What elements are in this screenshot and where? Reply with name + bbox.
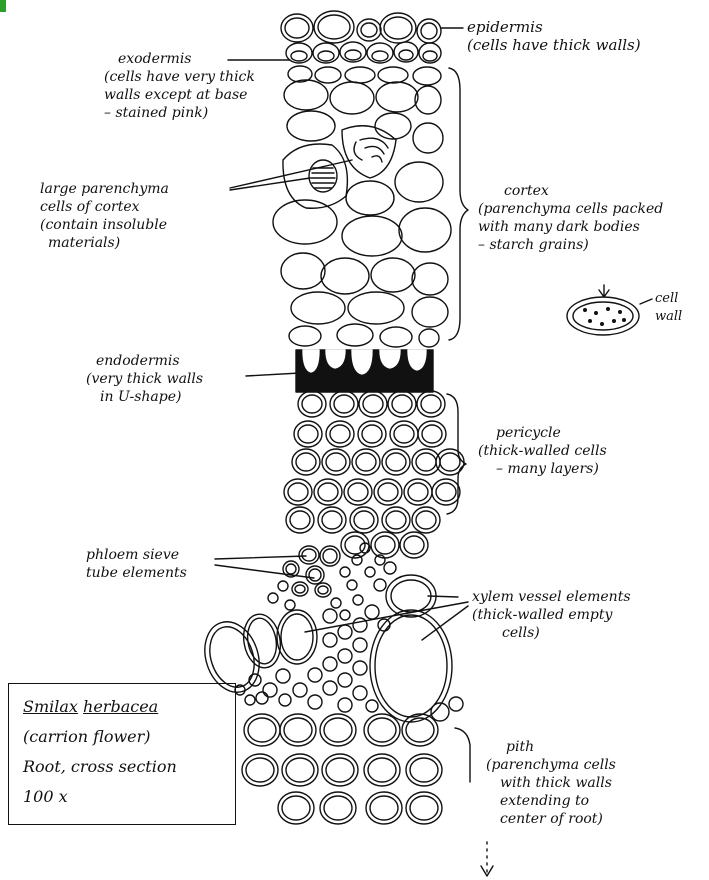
- cell-wall-outline: [242, 754, 278, 786]
- cell-wall-outline: [320, 792, 356, 824]
- exodermis-cells: [286, 42, 441, 63]
- cell-wall-outline: [322, 754, 358, 786]
- cell-wall-outline: [326, 758, 354, 782]
- caption-magnification: 100 x: [23, 782, 221, 812]
- cortex-cells: [273, 66, 451, 347]
- cell-wall-outline: [370, 796, 398, 820]
- label-cell-wall: cell wall: [655, 290, 682, 326]
- cell-wall-outline: [354, 511, 374, 529]
- cell-wall-outline: [362, 425, 382, 443]
- cell-wall-outline: [416, 511, 436, 529]
- pith-cells: [242, 714, 442, 824]
- cell-wall-outline: [324, 718, 352, 742]
- cell-wall-outline: [280, 714, 316, 746]
- cell-wall-outline: [326, 453, 346, 471]
- caption-common-name: (carrion flower): [23, 722, 221, 752]
- cell-wall-outline: [298, 425, 318, 443]
- cell-wall-outline: [318, 483, 338, 501]
- cell-wall-outline: [392, 395, 412, 413]
- cell-wall-outline: [286, 758, 314, 782]
- cell-wall-outline: [334, 395, 354, 413]
- label-endodermis: endodermis (very thick walls in U-shape): [86, 352, 203, 406]
- cell-wall-outline: [288, 483, 308, 501]
- cell-wall-outline: [282, 754, 318, 786]
- caption-description: Root, cross section: [23, 752, 221, 782]
- cell-wall-outline: [282, 796, 310, 820]
- cell-wall-outline: [244, 714, 280, 746]
- cell-wall-outline: [290, 511, 310, 529]
- starch-cell-inset: [567, 297, 652, 335]
- cell-wall-outline: [296, 453, 316, 471]
- cell-wall-outline: [436, 483, 456, 501]
- cell-wall-outline: [378, 483, 398, 501]
- label-phloem: phloem sieve tube elements: [86, 546, 187, 582]
- cell-wall-outline: [416, 453, 436, 471]
- cell-wall-outline: [368, 758, 396, 782]
- cell-wall-outline: [394, 425, 414, 443]
- cell-wall-outline: [364, 754, 400, 786]
- cell-wall-outline: [246, 758, 274, 782]
- cell-wall-outline: [410, 758, 438, 782]
- cell-wall-outline: [402, 714, 438, 746]
- endodermis-cells: [296, 350, 433, 392]
- cell-wall-outline: [386, 511, 406, 529]
- cell-wall-outline: [278, 792, 314, 824]
- epidermis-cells: [281, 11, 441, 43]
- phloem-cells: [268, 543, 385, 620]
- cell-wall-outline: [421, 395, 441, 413]
- cell-wall-outline: [406, 754, 442, 786]
- cell-wall-outline: [410, 796, 438, 820]
- cell-wall-outline: [406, 718, 434, 742]
- cell-wall-outline: [324, 796, 352, 820]
- cell-wall-outline: [406, 792, 442, 824]
- label-pericycle: pericycle (thick-walled cells – many lay…: [478, 424, 607, 478]
- cell-wall-outline: [348, 483, 368, 501]
- label-cortex: cortex (parenchyma cells packed with man…: [478, 182, 663, 254]
- caption-box: Smilax herbacea (carrion flower) Root, c…: [8, 683, 236, 825]
- caption-species: Smilax herbacea: [23, 692, 221, 722]
- cell-wall-outline: [364, 714, 400, 746]
- cell-wall-outline: [356, 453, 376, 471]
- label-exodermis: exodermis (cells have very thick walls e…: [104, 50, 255, 122]
- label-parenchyma: large parenchyma cells of cortex (contai…: [40, 180, 169, 252]
- cell-wall-outline: [375, 536, 395, 554]
- cell-wall-outline: [320, 714, 356, 746]
- cell-wall-outline: [322, 511, 342, 529]
- label-xylem: xylem vessel elements (thick-walled empt…: [472, 588, 631, 642]
- cell-wall-outline: [363, 395, 383, 413]
- caption-genus: Smilax: [23, 697, 78, 716]
- cell-wall-outline: [330, 425, 350, 443]
- pericycle-cells: [284, 391, 464, 558]
- cell-wall-outline: [302, 395, 322, 413]
- cell-wall-outline: [440, 453, 460, 471]
- cell-wall-outline: [404, 536, 424, 554]
- cell-wall-outline: [368, 718, 396, 742]
- cell-wall-outline: [386, 453, 406, 471]
- label-epidermis: epidermis (cells have thick walls): [467, 18, 641, 54]
- caption-epithet: herbacea: [83, 697, 158, 716]
- label-pith: pith (parenchyma cells with thick walls …: [486, 738, 616, 828]
- cell-wall-outline: [284, 718, 312, 742]
- cell-wall-outline: [422, 425, 442, 443]
- cell-wall-outline: [408, 483, 428, 501]
- cell-wall-outline: [248, 718, 276, 742]
- cell-wall-outline: [366, 792, 402, 824]
